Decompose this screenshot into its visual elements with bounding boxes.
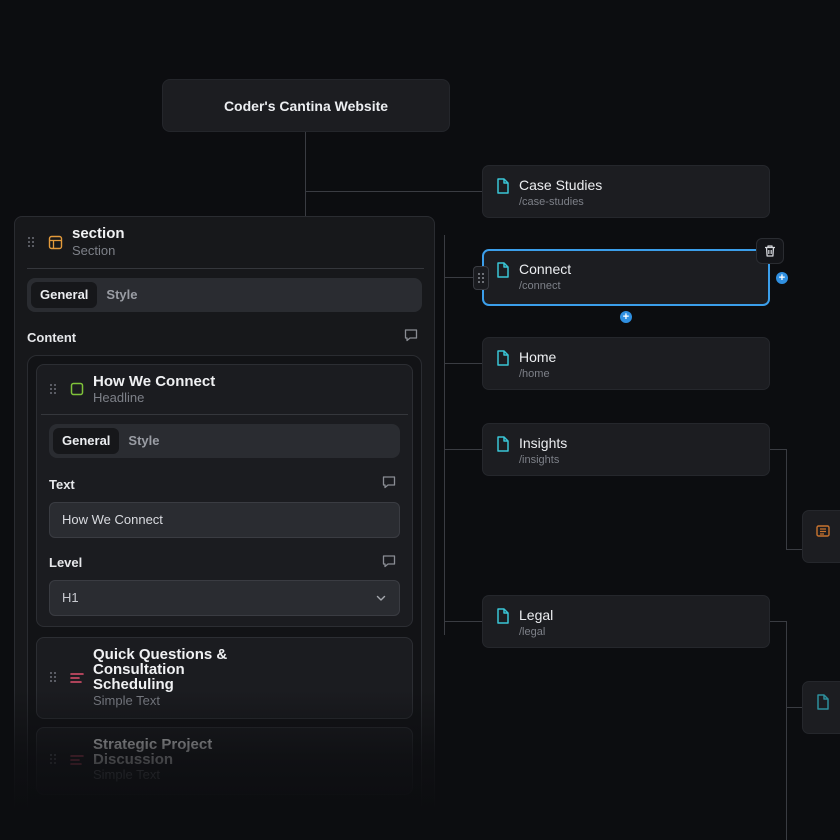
page-file-icon — [497, 436, 509, 452]
block-type: Simple Text — [93, 767, 160, 782]
page-file-icon — [497, 262, 509, 278]
page-node-title: Insights — [519, 435, 568, 451]
content-blocks-container: How We Connect Headline General Style Te… — [27, 355, 422, 840]
text-lines-icon — [70, 755, 84, 765]
panel-header: section Section — [15, 217, 434, 269]
page-node-insights[interactable]: Insights /insights — [482, 423, 770, 476]
page-node-legal[interactable]: Legal /legal — [482, 595, 770, 648]
connector-line — [786, 449, 787, 549]
comment-icon[interactable] — [382, 475, 396, 489]
tab-style[interactable]: Style — [106, 287, 138, 302]
headline-text-input[interactable]: How We Connect — [49, 502, 400, 538]
connector-line — [444, 363, 482, 364]
connector-line — [770, 449, 786, 450]
drag-grip-icon[interactable] — [50, 754, 56, 764]
page-file-icon — [497, 350, 509, 366]
trash-icon — [765, 245, 775, 257]
drag-grip-icon[interactable] — [28, 237, 34, 247]
tab-style[interactable]: Style — [128, 433, 160, 448]
connector-line — [305, 191, 483, 192]
connector-line — [770, 621, 786, 622]
divider — [41, 414, 408, 415]
heading-level-select[interactable]: H1 — [49, 580, 400, 616]
article-icon — [816, 525, 830, 537]
drag-grip-icon[interactable] — [50, 384, 56, 394]
panel-tabs: General Style — [27, 278, 422, 312]
page-node-path: /case-studies — [519, 196, 584, 208]
partial-node-page[interactable] — [802, 681, 840, 734]
add-sibling-plus-icon[interactable]: + — [776, 272, 788, 284]
simple-text-block[interactable]: Strategic Project Discussion Simple Text — [36, 727, 413, 795]
text-lines-icon — [70, 673, 84, 683]
page-node-connect[interactable]: Connect /connect — [482, 249, 770, 306]
content-label: Content — [27, 330, 77, 345]
block-title-line: Discussion — [93, 751, 174, 768]
page-node-path: /legal — [519, 626, 546, 638]
add-child-plus-icon[interactable]: + — [620, 311, 632, 323]
heading-level-value: H1 — [62, 590, 79, 605]
drag-grip-icon[interactable] — [50, 672, 56, 682]
page-node-path: /insights — [519, 454, 560, 466]
text-field-label: Text — [49, 477, 75, 492]
block-title-line: Quick Questions & — [93, 646, 228, 663]
delete-page-button[interactable] — [756, 238, 784, 264]
tab-general[interactable]: General — [53, 428, 120, 454]
block-tabs: General Style — [49, 424, 400, 458]
chevron-down-icon — [376, 595, 386, 601]
headline-square-icon — [70, 382, 84, 396]
connector-line — [786, 621, 787, 840]
connector-line — [444, 235, 445, 635]
panel-title: section — [72, 225, 125, 242]
page-node-home[interactable]: Home /home — [482, 337, 770, 390]
page-node-title: Home — [519, 349, 557, 365]
page-node-path: /home — [519, 368, 550, 380]
block-title: Quick Questions & Consultation Schedulin… — [93, 647, 227, 692]
block-type: Simple Text — [93, 693, 160, 708]
node-drag-handle[interactable] — [473, 266, 489, 290]
divider — [27, 268, 424, 269]
page-file-icon — [497, 608, 509, 624]
panel-subtitle: Section — [72, 243, 116, 258]
connector-line — [786, 549, 802, 550]
sitemap-root-node[interactable]: Coder's Cantina Website — [162, 79, 450, 132]
connector-line — [444, 449, 482, 450]
headline-block[interactable]: How We Connect Headline General Style Te… — [36, 364, 413, 627]
connector-line — [444, 621, 482, 622]
page-node-case-studies[interactable]: Case Studies /case-studies — [482, 165, 770, 218]
connector-line — [305, 132, 306, 216]
root-node-title: Coder's Cantina Website — [223, 97, 389, 114]
block-title-line: Consultation — [93, 661, 185, 678]
section-layout-icon — [48, 235, 63, 250]
page-node-title: Legal — [519, 607, 554, 623]
block-title-line: Scheduling — [93, 676, 174, 693]
page-node-title: Case Studies — [519, 177, 603, 193]
block-title: How We Connect — [93, 373, 216, 390]
block-title: Strategic Project Discussion — [93, 737, 212, 767]
partial-node-article[interactable] — [802, 510, 840, 563]
drag-grip-icon — [478, 273, 484, 283]
level-field-label: Level — [49, 555, 83, 570]
section-properties-panel: section Section General Style Content Ho… — [14, 216, 435, 840]
block-type: Headline — [93, 390, 145, 405]
page-node-path: /connect — [519, 280, 561, 292]
page-file-icon — [497, 178, 509, 194]
block-title-line: Strategic Project — [93, 736, 213, 753]
connector-line — [786, 707, 802, 708]
comment-icon[interactable] — [404, 328, 418, 342]
tab-general[interactable]: General — [31, 282, 98, 308]
comment-icon[interactable] — [382, 554, 396, 568]
page-node-title: Connect — [519, 261, 572, 277]
simple-text-block[interactable]: Quick Questions & Consultation Schedulin… — [36, 637, 413, 719]
page-file-icon — [817, 694, 829, 710]
connector-line — [444, 277, 474, 278]
